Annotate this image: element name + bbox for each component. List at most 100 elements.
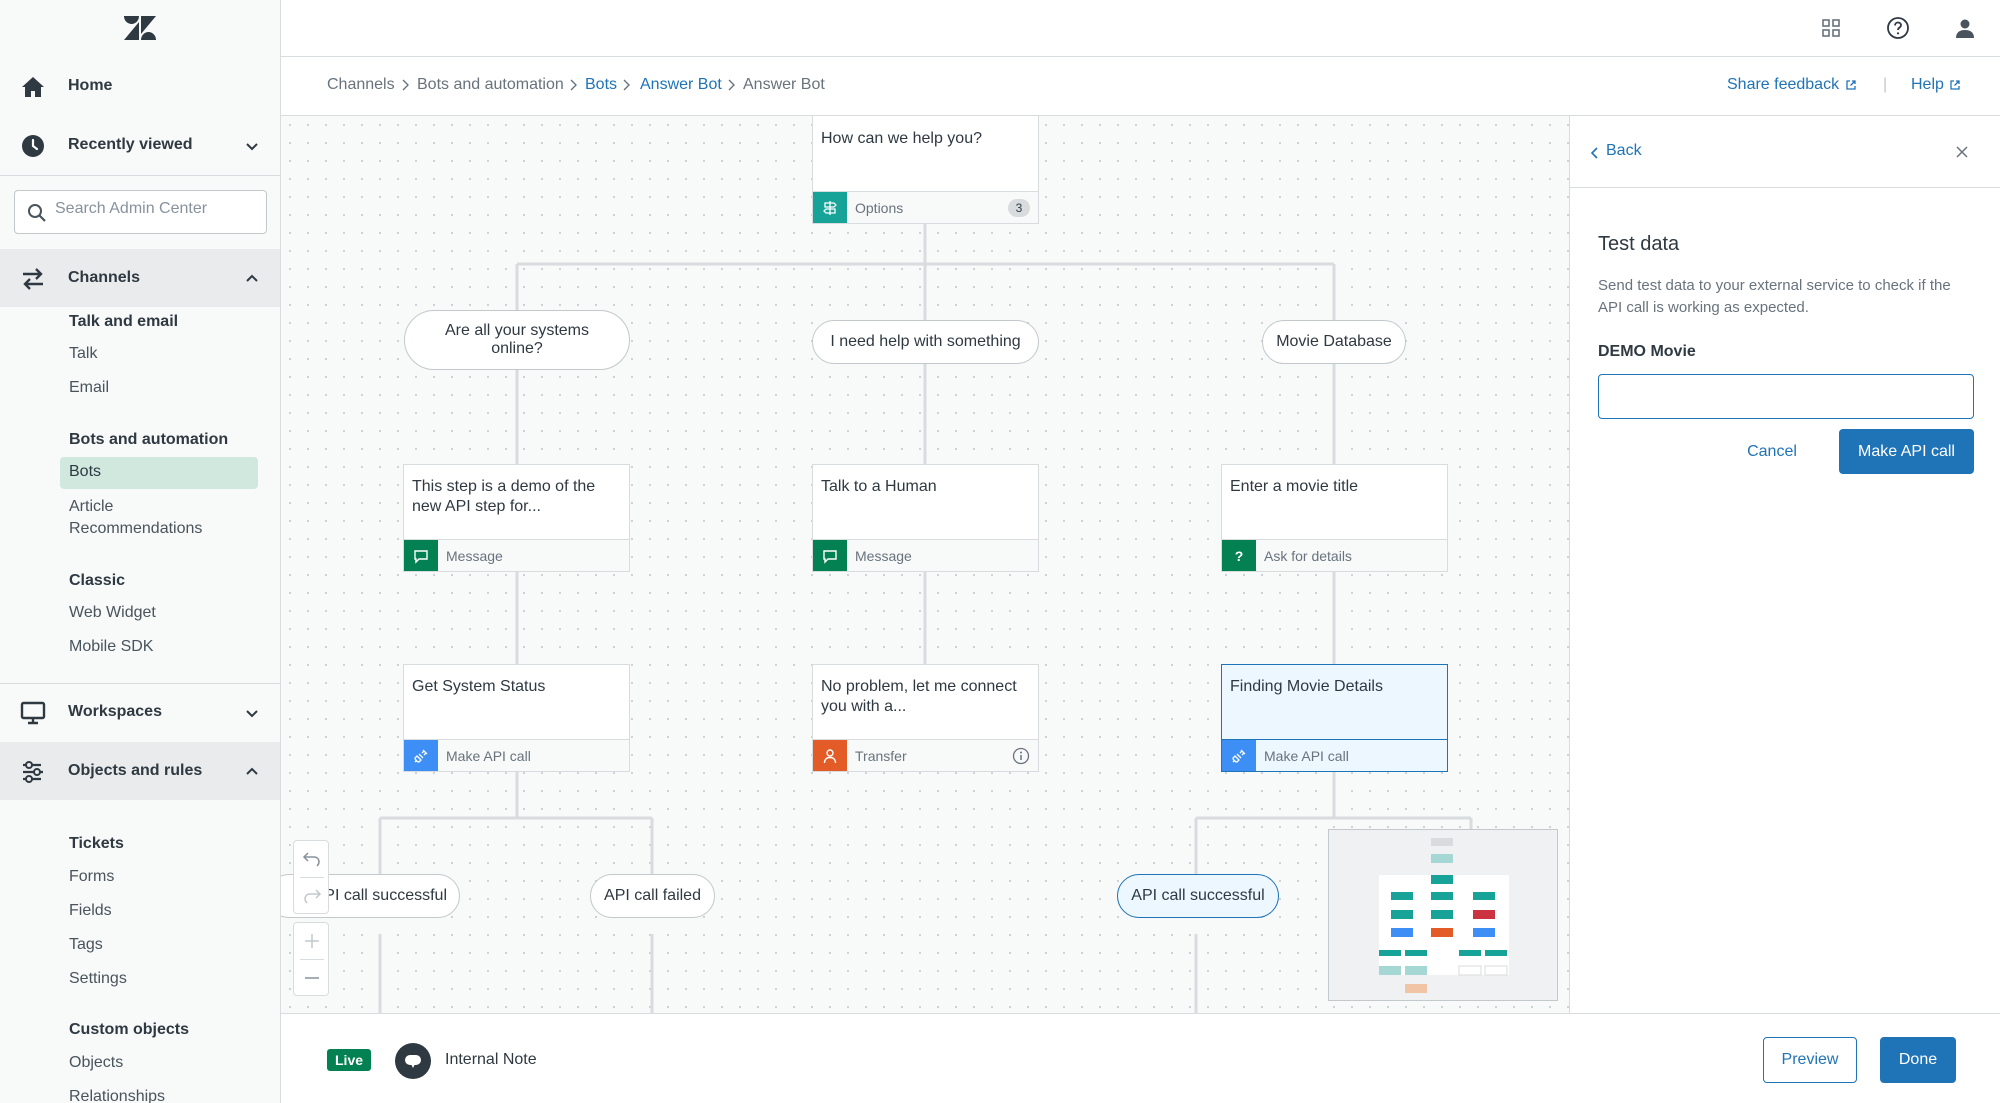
nav-channels[interactable]: Channels bbox=[0, 249, 280, 307]
question-mark-icon: ? bbox=[1222, 540, 1256, 571]
demo-movie-input[interactable] bbox=[1598, 374, 1974, 419]
breadcrumb-bar: Channels Bots and automation Bots Answer… bbox=[281, 57, 2000, 116]
card-text: Talk to a Human bbox=[821, 478, 937, 495]
chevron-right-icon bbox=[570, 79, 577, 91]
live-status-badge: Live bbox=[327, 1049, 372, 1071]
nav-mobile-sdk[interactable]: Mobile SDK bbox=[69, 638, 154, 655]
nav-home[interactable]: Home bbox=[0, 57, 280, 115]
home-icon bbox=[22, 77, 44, 97]
search-icon bbox=[28, 204, 46, 222]
flow-canvas[interactable]: How can we help you? Options 3 Are all y… bbox=[281, 116, 1569, 1013]
help-link[interactable]: Help bbox=[1911, 76, 1944, 93]
option-need-help[interactable]: I need help with something bbox=[812, 320, 1039, 364]
chevron-down-icon bbox=[246, 710, 258, 718]
breadcrumb-bots-automation[interactable]: Bots and automation bbox=[417, 76, 564, 93]
option-movie-database[interactable]: Movie Database bbox=[1262, 320, 1406, 364]
nav-objects-rules-label: Objects and rules bbox=[68, 762, 203, 779]
step-talk-human[interactable]: Talk to a Human Message bbox=[812, 464, 1039, 572]
group-bots-automation: Bots and automation bbox=[69, 431, 229, 448]
zoom-in-icon[interactable] bbox=[302, 931, 322, 951]
card-footer: Options 3 bbox=[813, 191, 1038, 223]
divider: | bbox=[1883, 76, 1888, 93]
card-type: Message bbox=[855, 548, 912, 564]
internal-note-icon bbox=[395, 1043, 431, 1079]
test-data-panel: Back Test data Send test data to your ex… bbox=[1569, 116, 2000, 1013]
card-type: Options bbox=[855, 200, 904, 216]
nav-talk[interactable]: Talk bbox=[69, 345, 98, 362]
info-icon[interactable] bbox=[1012, 747, 1030, 765]
apps-grid-icon[interactable] bbox=[1819, 16, 1843, 40]
zoom-out-icon[interactable] bbox=[302, 968, 322, 988]
step-demo-message[interactable]: This step is a demo of the new API step … bbox=[403, 464, 630, 572]
nav-article-recommendations-2[interactable]: Recommendations bbox=[69, 520, 203, 537]
panel-divider bbox=[1570, 187, 2000, 188]
share-feedback-link[interactable]: Share feedback bbox=[1727, 76, 1840, 93]
panel-description: Send test data to your external service … bbox=[1598, 277, 1951, 316]
help-circle-icon[interactable] bbox=[1886, 16, 1910, 40]
make-api-call-button[interactable]: Make API call bbox=[1839, 429, 1974, 474]
nav-tags[interactable]: Tags bbox=[69, 936, 103, 953]
card-footer: Make API call bbox=[404, 739, 629, 771]
branch-api-failed[interactable]: API call failed bbox=[590, 874, 715, 918]
nav-settings[interactable]: Settings bbox=[69, 970, 127, 987]
nav-recently-viewed-label: Recently viewed bbox=[68, 136, 193, 153]
clock-icon bbox=[22, 135, 44, 157]
nav-bots[interactable]: Bots bbox=[69, 463, 102, 480]
chevron-up-icon bbox=[246, 767, 258, 775]
group-custom-objects: Custom objects bbox=[69, 1021, 190, 1038]
nav-recently-viewed[interactable]: Recently viewed bbox=[0, 116, 280, 174]
card-text: Enter a movie title bbox=[1230, 478, 1359, 495]
message-bubble-icon bbox=[404, 540, 438, 571]
search-input[interactable] bbox=[55, 200, 255, 218]
option-systems-online[interactable]: Are all your systems online? bbox=[404, 310, 630, 370]
group-talk-email: Talk and email bbox=[69, 313, 179, 330]
root-options-card[interactable]: How can we help you? Options 3 bbox=[812, 116, 1039, 224]
nav-email[interactable]: Email bbox=[69, 379, 110, 396]
breadcrumb-answer-bot[interactable]: Answer Bot bbox=[640, 76, 722, 93]
chevron-left-icon[interactable] bbox=[1590, 146, 1600, 160]
chevron-down-icon bbox=[246, 143, 258, 151]
nav-objects[interactable]: Objects bbox=[69, 1054, 124, 1071]
nav-bots-selected[interactable] bbox=[60, 457, 258, 489]
user-avatar-icon[interactable] bbox=[1953, 16, 1977, 40]
close-icon[interactable] bbox=[1954, 144, 1970, 160]
card-text: This step is a demo of the new API step … bbox=[412, 478, 596, 515]
back-link[interactable]: Back bbox=[1606, 142, 1642, 159]
preview-button[interactable]: Preview bbox=[1763, 1037, 1857, 1083]
nav-objects-rules[interactable]: Objects and rules bbox=[0, 742, 280, 800]
step-finding-movie-details[interactable]: Finding Movie Details Make API call bbox=[1221, 664, 1448, 772]
cancel-button[interactable]: Cancel bbox=[1724, 429, 1820, 474]
undo-icon[interactable] bbox=[302, 849, 322, 869]
chevron-right-icon bbox=[623, 79, 630, 91]
chevron-right-icon bbox=[728, 79, 735, 91]
breadcrumb-bots[interactable]: Bots bbox=[585, 76, 618, 93]
card-footer: Make API call bbox=[1222, 739, 1447, 771]
redo-icon[interactable] bbox=[302, 886, 322, 906]
sidebar-divider bbox=[0, 175, 280, 176]
nav-forms[interactable]: Forms bbox=[69, 868, 115, 885]
chevron-up-icon bbox=[246, 274, 258, 282]
nav-web-widget[interactable]: Web Widget bbox=[69, 604, 156, 621]
nav-article-recommendations-1[interactable]: Article bbox=[69, 498, 114, 515]
step-get-system-status[interactable]: Get System Status Make API call bbox=[403, 664, 630, 772]
minimap-preview bbox=[1379, 838, 1509, 993]
nav-workspaces[interactable]: Workspaces bbox=[0, 683, 280, 741]
nav-fields[interactable]: Fields bbox=[69, 902, 112, 919]
nav-home-label: Home bbox=[68, 77, 113, 94]
sidebar-divider bbox=[0, 683, 280, 684]
minimap[interactable] bbox=[1328, 829, 1558, 1001]
chevron-right-icon bbox=[402, 79, 409, 91]
message-bubble-icon bbox=[813, 540, 847, 571]
branch-api-success-2[interactable]: API call successful bbox=[1117, 874, 1279, 918]
bottom-bar: Live Internal Note Preview Done bbox=[281, 1013, 2000, 1103]
zendesk-logo[interactable] bbox=[124, 14, 156, 42]
step-transfer[interactable]: No problem, let me connect you with a...… bbox=[812, 664, 1039, 772]
search-admin-center[interactable] bbox=[14, 190, 267, 234]
flow-connectors bbox=[378, 222, 1473, 1013]
done-button[interactable]: Done bbox=[1880, 1037, 1956, 1083]
breadcrumb-channels[interactable]: Channels bbox=[327, 76, 395, 93]
nav-relationships[interactable]: Relationships bbox=[69, 1088, 166, 1103]
card-footer: Transfer bbox=[813, 739, 1038, 771]
step-enter-movie-title[interactable]: Enter a movie title ? Ask for details bbox=[1221, 464, 1448, 572]
card-footer: ? Ask for details bbox=[1222, 539, 1447, 571]
